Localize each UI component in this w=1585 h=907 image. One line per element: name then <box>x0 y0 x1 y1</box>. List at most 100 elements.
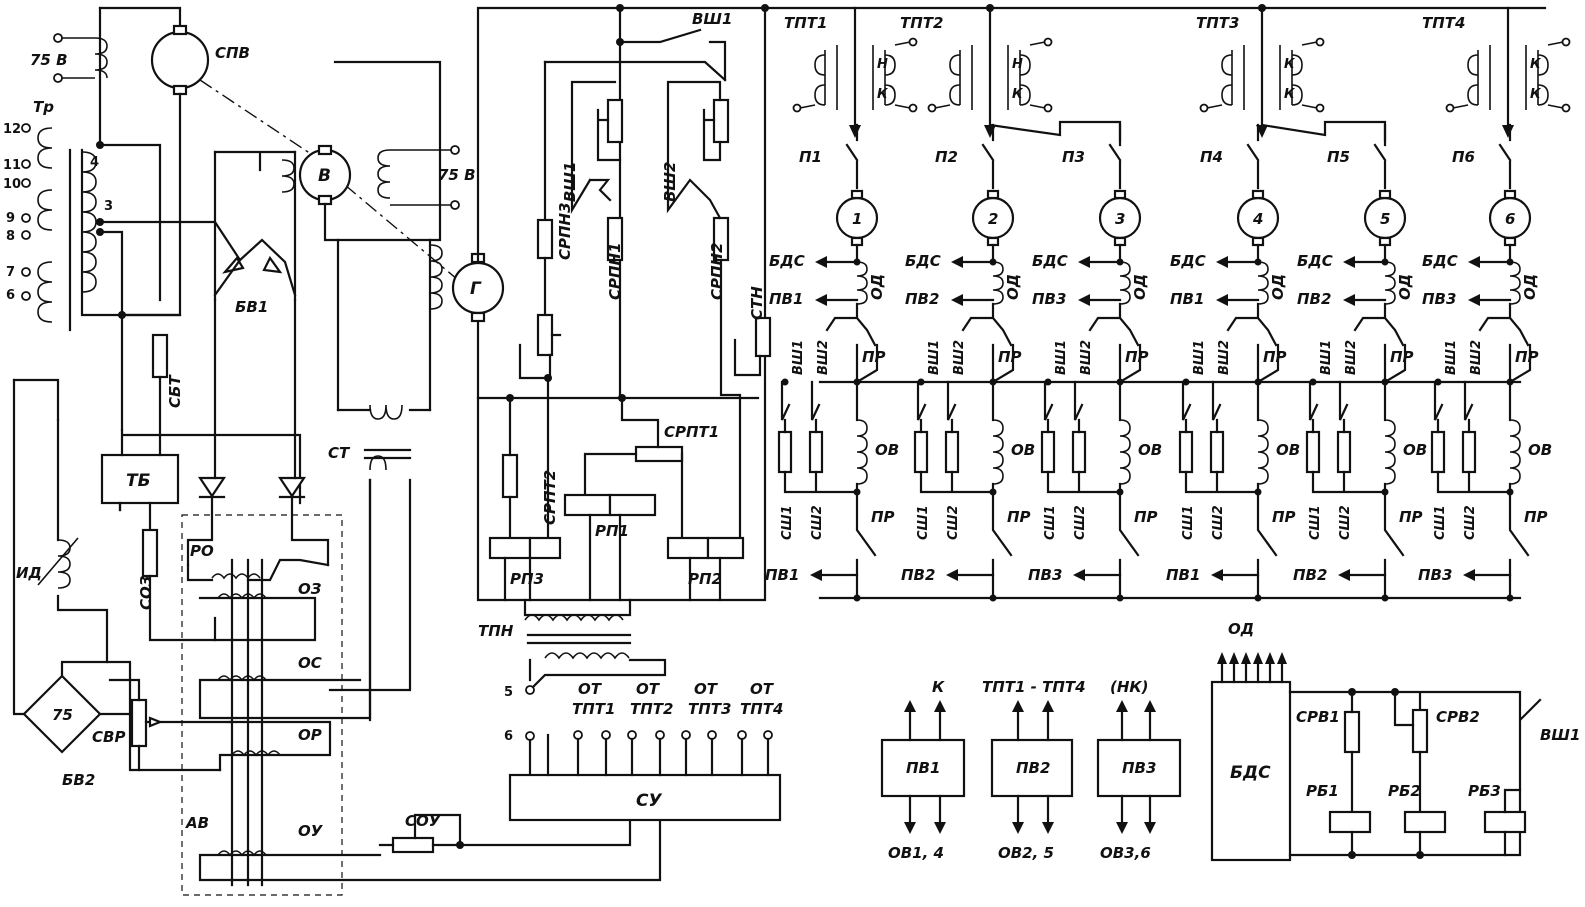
label-t9: 9 <box>6 211 15 226</box>
label-legend-ov3: ОВ3,6 <box>1100 844 1151 862</box>
motor-od-label: ОД <box>1131 274 1149 300</box>
motor-number: 4 <box>1252 210 1263 228</box>
motor-number: 3 <box>1115 210 1125 228</box>
av-frame <box>181 514 343 896</box>
motor-switch-label: П1 <box>799 148 822 166</box>
label-srpn1: СРПН1 <box>606 242 624 300</box>
motor-sh1-label: СШ1 <box>1043 505 1058 540</box>
tpt-terminal-label: Н <box>877 57 888 72</box>
label-rb1: РБ1 <box>1306 782 1339 800</box>
motor-od-label: ОД <box>1269 274 1287 300</box>
label-tpt3: ТПТ3 <box>1196 14 1239 32</box>
motor-pr-top-label: ПР <box>1390 348 1414 366</box>
label-legend-tpt: ТПТ1 - ТПТ4 <box>982 678 1086 696</box>
motor-number: 6 <box>1505 210 1515 228</box>
label-ot3b: ТПТ3 <box>688 700 731 718</box>
motor-pr-bottom-label: ПР <box>871 508 895 526</box>
motor-pv-bottom-label: ПВ1 <box>1166 566 1200 584</box>
motor-od-label: ОД <box>868 274 886 300</box>
label-t12: 12 <box>3 122 21 137</box>
label-legend-nk: (НК) <box>1110 678 1149 696</box>
tpt-terminal-label: К <box>1284 57 1296 72</box>
motor-pv-bottom-label: ПВ2 <box>901 566 935 584</box>
motor-od-label: ОД <box>1396 274 1414 300</box>
label-vsh1-left: ВШ1 <box>561 162 579 202</box>
label-su: СУ <box>636 791 662 811</box>
motor-pr-top-label: ПР <box>998 348 1022 366</box>
tpt-transformer-4: КК <box>1445 6 1571 138</box>
motor-ov-label: ОВ <box>1528 441 1552 459</box>
motor-bds-label: БДС <box>1297 252 1333 270</box>
label-st: СТ <box>328 444 351 462</box>
label-od-top: ОД <box>1228 620 1254 638</box>
label-t11: 11 <box>3 158 21 173</box>
tpt-terminal-label: К <box>1530 57 1542 72</box>
label-75-bridge: 75 <box>52 706 73 724</box>
label-vsh2-left: ВШ2 <box>661 162 679 202</box>
label-sbt: СБТ <box>166 374 184 408</box>
label-id: ИД <box>16 564 42 582</box>
label-srv2: СРВ2 <box>1436 708 1480 726</box>
label-tpt4: ТПТ4 <box>1422 14 1465 32</box>
motor-vsh1-label: ВШ1 <box>1054 340 1069 375</box>
bds-box <box>1210 680 1292 862</box>
label-ot4b: ТПТ4 <box>740 700 783 718</box>
label-rp1: РП1 <box>595 522 629 540</box>
label-tpt2: ТПТ2 <box>900 14 943 32</box>
motor-sh1-label: СШ1 <box>916 505 931 540</box>
motor-vsh2-label: ВШ2 <box>952 340 967 375</box>
sou-resistor <box>391 836 435 854</box>
motor-pr-top-label: ПР <box>1263 348 1287 366</box>
label-vsh1-right: ВШ1 <box>1540 726 1580 744</box>
tpt-terminal-label: К <box>1012 87 1024 102</box>
label-srpt2: СРПТ2 <box>541 470 559 525</box>
motor-pv-top-label: ПВ2 <box>905 290 939 308</box>
motor-vsh1-label: ВШ1 <box>1192 340 1207 375</box>
label-legend-k: К <box>932 678 945 696</box>
label-rb3: РБ3 <box>1468 782 1501 800</box>
motor-pr-bottom-label: ПР <box>1272 508 1296 526</box>
motor-switch-label: П4 <box>1200 148 1223 166</box>
motor-ov-label: ОВ <box>1011 441 1035 459</box>
label-srv1: СРВ1 <box>1296 708 1340 726</box>
motor-ov-label: ОВ <box>1403 441 1427 459</box>
motor-od-label: ОД <box>1004 274 1022 300</box>
label-ot3a: ОТ <box>694 680 719 698</box>
label-oz: ОЗ <box>298 580 322 598</box>
label-t7: 7 <box>6 265 15 280</box>
spv-motor-symbol <box>150 30 210 90</box>
motor-vsh1-label: ВШ1 <box>791 340 806 375</box>
motor-vsh2-label: ВШ2 <box>816 340 831 375</box>
label-legend-ov2: ОВ2, 5 <box>998 844 1054 862</box>
motor-bds-label: БДС <box>769 252 805 270</box>
motor-sh1-label: СШ1 <box>1181 505 1196 540</box>
motor-sh1-label: СШ1 <box>1433 505 1448 540</box>
label-bds-box: БДС <box>1230 763 1271 783</box>
label-ot2a: ОТ <box>636 680 661 698</box>
label-rp3: РП3 <box>510 570 544 588</box>
label-av: АВ <box>185 814 209 832</box>
label-sbr: СВР <box>92 728 125 746</box>
label-srpn2: СРПН2 <box>708 242 726 300</box>
motor-ov-label: ОВ <box>1138 441 1162 459</box>
label-vsh1-top: ВШ1 <box>692 10 732 28</box>
label-t6b: 6 <box>504 729 513 744</box>
label-os: ОС <box>298 654 322 672</box>
motor-pr-bottom-label: ПР <box>1524 508 1548 526</box>
motor-sh2-label: СШ2 <box>1211 505 1226 540</box>
motor-pv-bottom-label: ПВ3 <box>1418 566 1452 584</box>
label-srpt1: СРПТ1 <box>664 423 719 441</box>
tpt-terminal-label: К <box>877 87 889 102</box>
label-t10: 10 <box>3 177 21 192</box>
motor-sh2-label: СШ2 <box>946 505 961 540</box>
tpt-terminal-label: К <box>1530 87 1542 102</box>
motor-sh2-label: СШ2 <box>1338 505 1353 540</box>
motor-pv-top-label: ПВ1 <box>1170 290 1204 308</box>
motor-number: 1 <box>852 210 862 228</box>
label-ot1a: ОТ <box>578 680 603 698</box>
label-sou: СОУ <box>405 812 442 830</box>
